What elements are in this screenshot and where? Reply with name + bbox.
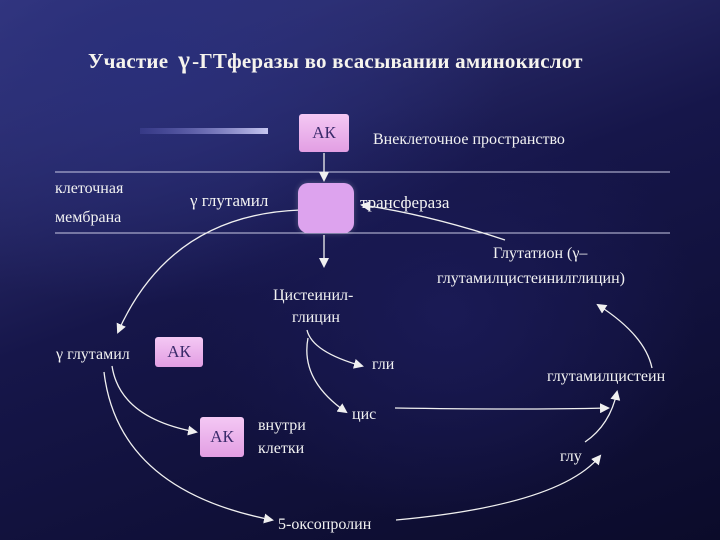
- inside-label-line2: клетки: [258, 440, 305, 457]
- ak-top-box: АК: [299, 114, 349, 152]
- decorative-bar: [140, 128, 268, 134]
- arrow-to-gly: [306, 329, 364, 369]
- transferase-label: трансфераза: [360, 193, 450, 212]
- oxoproline-label: 5-оксопролин: [278, 516, 372, 533]
- ak-left-box: АК: [155, 337, 203, 367]
- transferase-enzyme: [298, 183, 354, 233]
- arrow-glu-to-glutamylcysteine: [584, 390, 621, 443]
- gamma-symbol: γ: [178, 47, 191, 74]
- glutamylcysteine-label: глутамилцистеин: [547, 368, 666, 385]
- ak-inside-box: АК: [200, 417, 244, 457]
- title-suffix: -ГТферазы во всасывании аминокислот: [192, 49, 583, 73]
- glutathione-label-line1: Глутатион (γ–: [493, 245, 588, 262]
- inside-label-line1: внутри: [258, 417, 306, 434]
- glutathione-label-line2: глутамилцистеинилглицин): [437, 270, 625, 287]
- extracellular-label: Внеклеточное пространство: [373, 131, 565, 148]
- gamma-glutamyl-left-label: γ глутамил: [56, 346, 130, 363]
- arrow-to-oxoproline: [103, 371, 274, 524]
- cysteinylglycine-label-line2: глицин: [292, 309, 340, 326]
- arrow-to-cys: [306, 337, 348, 414]
- cys-label: цис: [352, 406, 377, 423]
- arrow-glutathione-to-enzyme: [360, 201, 506, 241]
- membrane-label-line2: мембрана: [55, 209, 122, 226]
- membrane-label-line1: клеточная: [55, 180, 124, 197]
- gamma-glutamyl-top-label: γ глутамил: [190, 191, 269, 210]
- arrow-to-glutathione: [596, 303, 653, 369]
- arrow-cys-to-glutamylcysteine: [394, 403, 610, 414]
- arrow-to-gamma-glutamyl-ak: [116, 209, 301, 334]
- arrow-to-ak-inside: [111, 365, 198, 436]
- title-prefix: Участие: [88, 49, 169, 73]
- cysteinylglycine-label-line1: Цистеинил-: [273, 287, 354, 304]
- gly-label: гли: [372, 356, 395, 373]
- page-title: Участие γ-ГТферазы во всасывании аминокис…: [88, 47, 583, 75]
- arrow-oxoproline-to-glu: [395, 454, 602, 521]
- glu-label: глу: [560, 448, 582, 465]
